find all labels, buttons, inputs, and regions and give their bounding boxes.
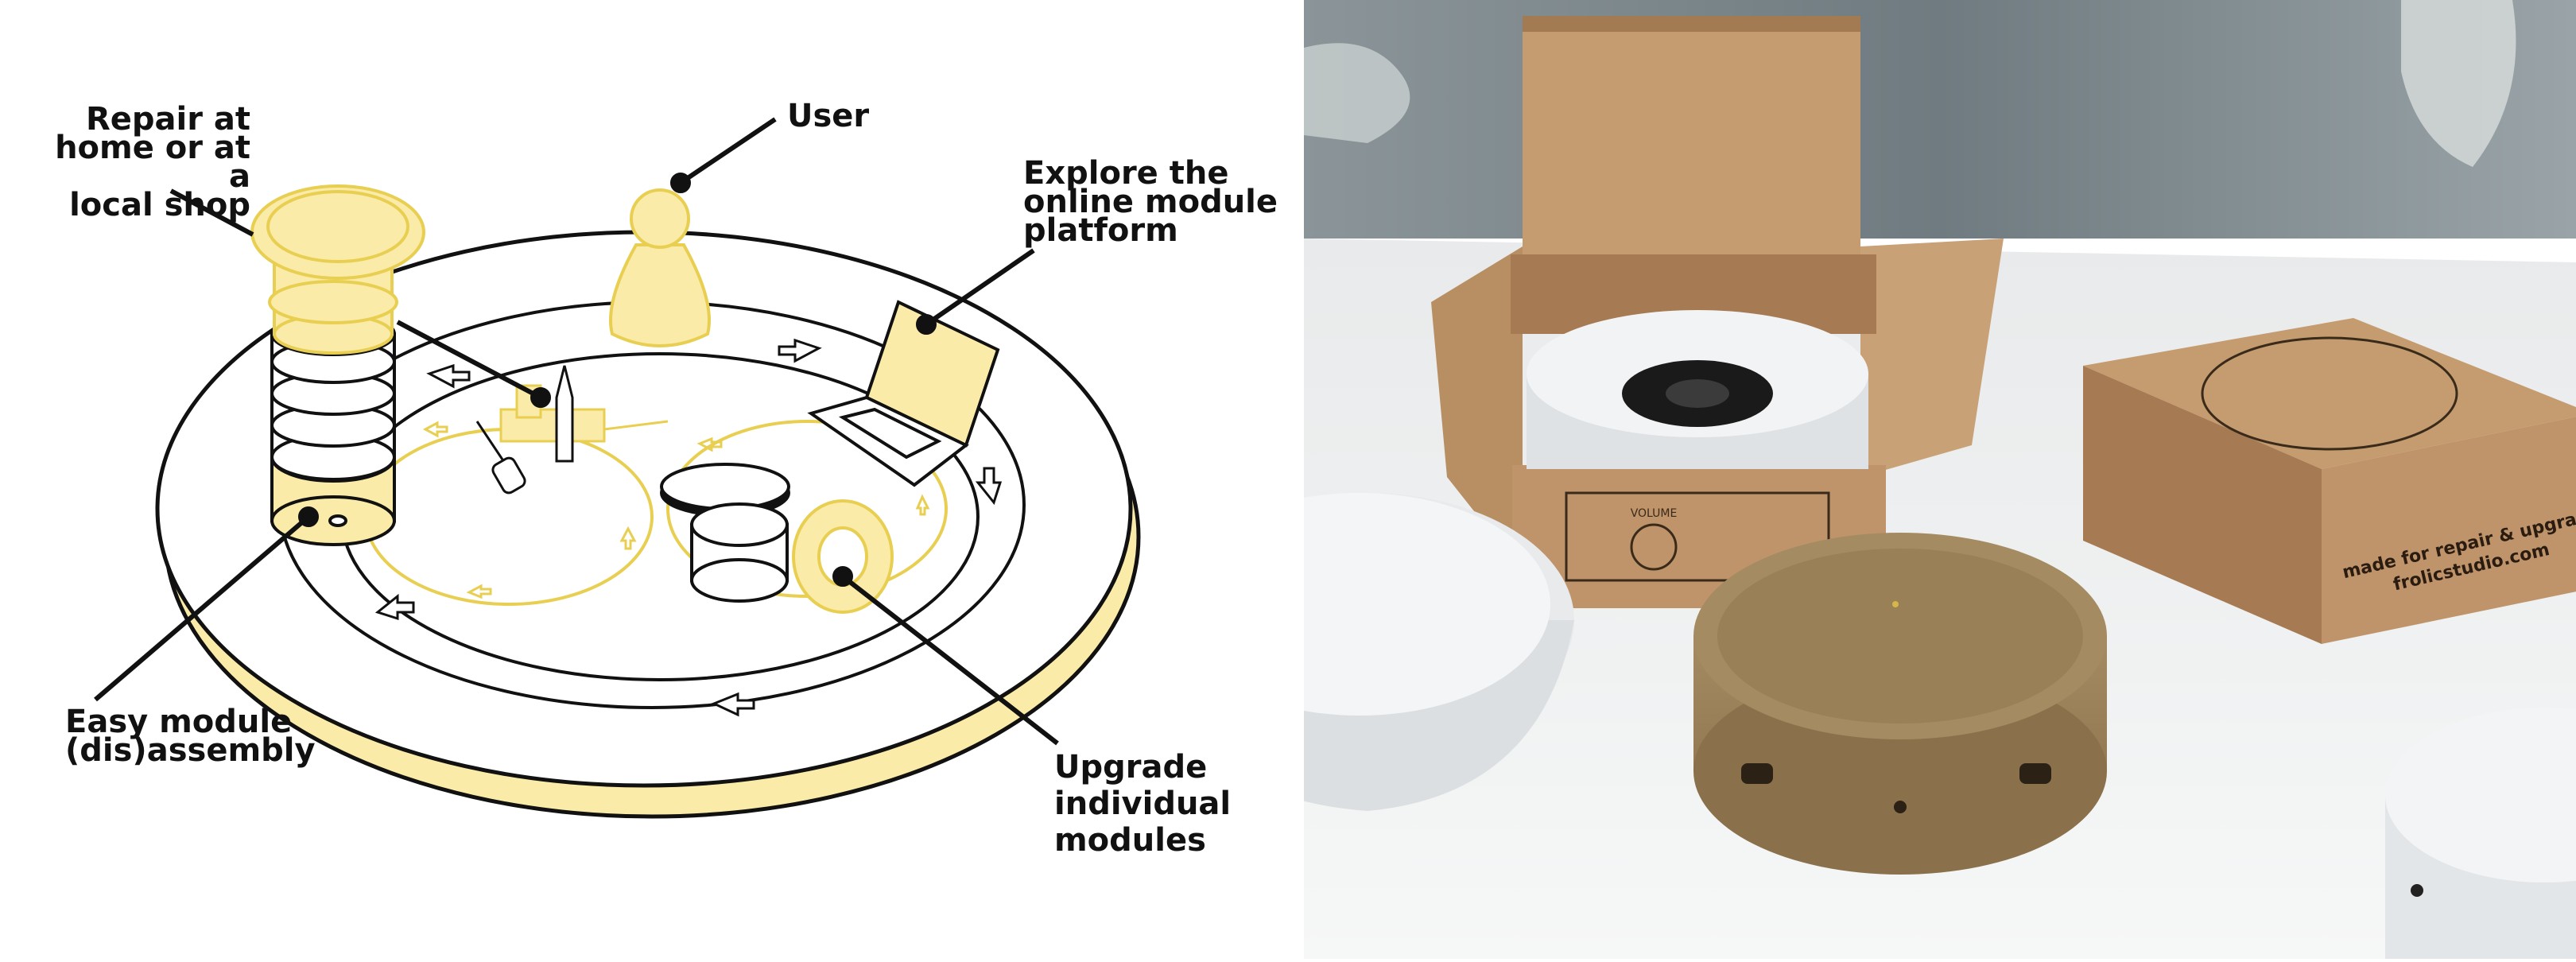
module-parts [660,463,894,614]
ring-arrows [374,338,1003,717]
photo-illustration: VOLUME made for repair & upgrade frolics… [1161,0,2576,959]
bronze-module [1693,533,2107,875]
diagram-illustration [94,117,1141,819]
repair-tools [475,365,669,495]
laptop [807,300,1000,487]
leader-lines [94,117,1059,746]
modular-system-diagram: Repair at home or at a local shop User E… [55,98,1278,859]
label-easy-assembly: Easy module (dis)assembly [65,704,316,769]
user-figure [609,188,711,347]
concrete-wall [1304,0,2576,239]
closed-box [2083,318,2576,644]
product-photo: VOLUME made for repair & upgrade frolics… [1161,0,2576,959]
box-volume-label: VOLUME [1631,507,1678,520]
white-module-right [2385,708,2576,959]
label-upgrade: Upgrade individual modules [1054,749,1232,859]
label-repair: Repair at home or at a local shop [55,101,250,223]
label-explore: Explore the online module platform [1023,155,1278,249]
label-user: User [787,98,870,134]
open-box [1431,16,2004,608]
